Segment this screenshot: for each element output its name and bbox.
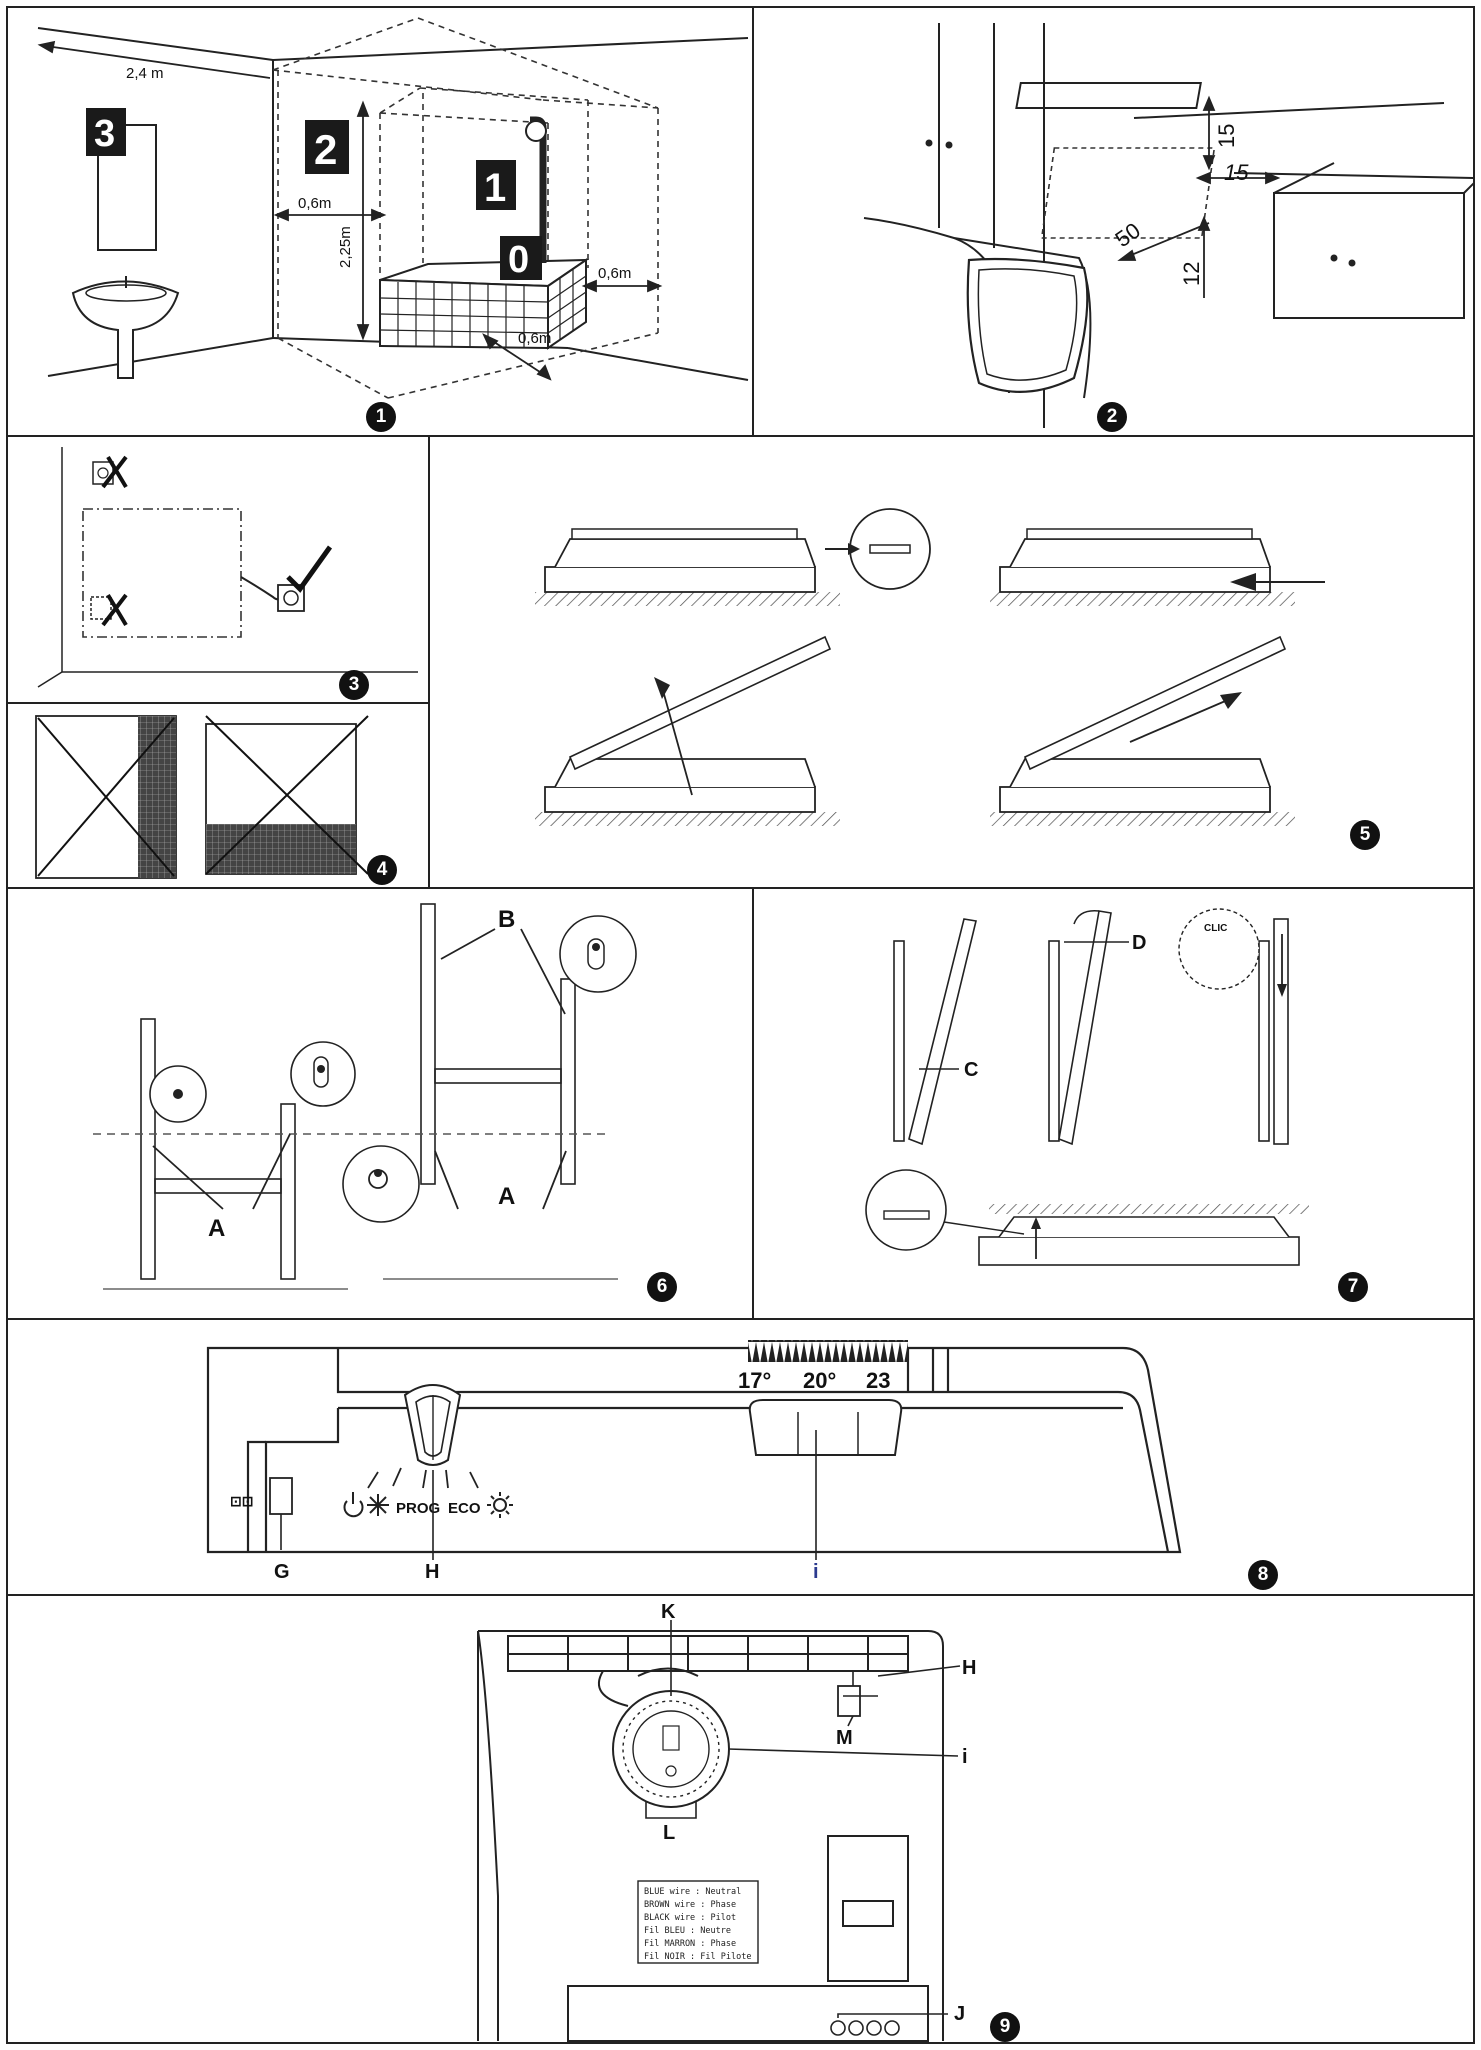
comfort-sun-icon <box>487 1492 513 1518</box>
label-clic: CLIC <box>1204 923 1227 934</box>
hooking-drawing: CLIC C D <box>865 908 1309 1266</box>
zone-1-marker: 1 <box>484 166 506 210</box>
zone-0-marker: 0 <box>508 239 529 281</box>
step-badge-5: 5 <box>1350 820 1380 850</box>
panel-bathroom-zones: 2,4 m 0,6m 2,25m 0,6m 0,6m 3 2 1 0 1 <box>6 6 754 437</box>
zone-3-marker: 3 <box>94 113 115 155</box>
wiring-line-3: BLACK wire : Pilot <box>644 1913 736 1923</box>
internal-wiring-drawing: BLUE wire : Neutral BROWN wire : Phase B… <box>477 1601 976 2042</box>
label-a-left: A <box>208 1215 225 1242</box>
mode-prog: PROG <box>396 1500 440 1517</box>
dim-top-label: 15 <box>1214 124 1239 148</box>
wiring-line-5: Fil MARRON : Phase <box>644 1939 736 1949</box>
label-l: L <box>663 1822 675 1844</box>
label-k: K <box>661 1601 676 1623</box>
wiring-line-4: Fil BLEU : Neutre <box>644 1926 731 1936</box>
dim-front-label-2: 50 <box>1111 218 1145 253</box>
step-badge-4: 4 <box>367 855 397 885</box>
dim-side-label: 15 <box>1224 160 1249 185</box>
dim-width-label: 2,4 m <box>126 65 164 82</box>
bracket-removal-drawing <box>535 508 1325 826</box>
panel-bracket-removal: 5 <box>428 435 1475 889</box>
scale-high: 23 <box>866 1368 890 1393</box>
panel-forbidden-positions: 4 <box>6 702 430 889</box>
dim-front-label: 0,6m <box>518 330 551 347</box>
step-badge-6: 6 <box>647 1272 677 1302</box>
power-icon <box>343 1492 364 1518</box>
label-h-2: H <box>962 1657 976 1679</box>
controls-drawing: 17° 20° 23 PROG ECO ⊡⊡ <box>206 1340 1182 1583</box>
bathroom-zones-drawing: 2,4 m 0,6m 2,25m 0,6m 0,6m 3 2 1 0 <box>37 17 749 399</box>
label-g: G <box>274 1561 290 1583</box>
step-badge-9: 9 <box>990 2012 1020 2042</box>
panel-bracket-fixing: A A B 6 <box>6 887 754 1320</box>
zone-2-marker: 2 <box>314 126 337 173</box>
label-m: M <box>836 1727 853 1749</box>
label-j: J <box>954 2003 965 2025</box>
label-b: B <box>498 906 515 933</box>
step-badge-2: 2 <box>1097 402 1127 432</box>
mode-eco: ECO <box>448 1500 481 1517</box>
panel-socket: 3 <box>6 435 430 704</box>
label-c: C <box>964 1059 978 1081</box>
label-i: i <box>813 1561 819 1583</box>
wiring-line-1: BLUE wire : Neutral <box>644 1887 741 1897</box>
step-badge-7: 7 <box>1338 1272 1368 1302</box>
dim-right-label: 0,6m <box>598 265 631 282</box>
label-h: H <box>425 1561 439 1583</box>
dim-bottom-label: 12 <box>1179 262 1204 286</box>
label-a-right: A <box>498 1183 515 1210</box>
dim-height-label: 2,25m <box>337 226 354 268</box>
step-badge-3: 3 <box>339 670 369 700</box>
step-badge-1: 1 <box>366 402 396 432</box>
panel-internal-wiring: BLUE wire : Neutral BROWN wire : Phase B… <box>6 1594 1475 2044</box>
panel-hooking: CLIC C D 7 <box>752 887 1475 1320</box>
scale-mid: 20° <box>803 1368 836 1393</box>
dim-left-label: 0,6m <box>298 195 331 212</box>
wiring-line-6: Fil NOIR : Fil Pilote <box>644 1952 751 1962</box>
label-i-2: i <box>962 1746 968 1768</box>
panel-clearance: 15 15 50 12 2 <box>752 6 1475 437</box>
bracket-fixing-drawing: A A B <box>93 903 637 1290</box>
panel-controls: 17° 20° 23 PROG ECO ⊡⊡ <box>6 1318 1475 1596</box>
forbidden-positions-drawing <box>35 715 369 879</box>
frost-icon <box>367 1494 389 1516</box>
socket-drawing <box>37 447 418 688</box>
wiring-line-2: BROWN wire : Phase <box>644 1900 736 1910</box>
scale-low: 17° <box>738 1368 771 1393</box>
clearance-drawing: 15 15 50 12 <box>863 23 1473 428</box>
label-d: D <box>1132 932 1146 954</box>
step-badge-8: 8 <box>1248 1560 1278 1590</box>
switch-legend: ⊡⊡ <box>230 1493 253 1509</box>
